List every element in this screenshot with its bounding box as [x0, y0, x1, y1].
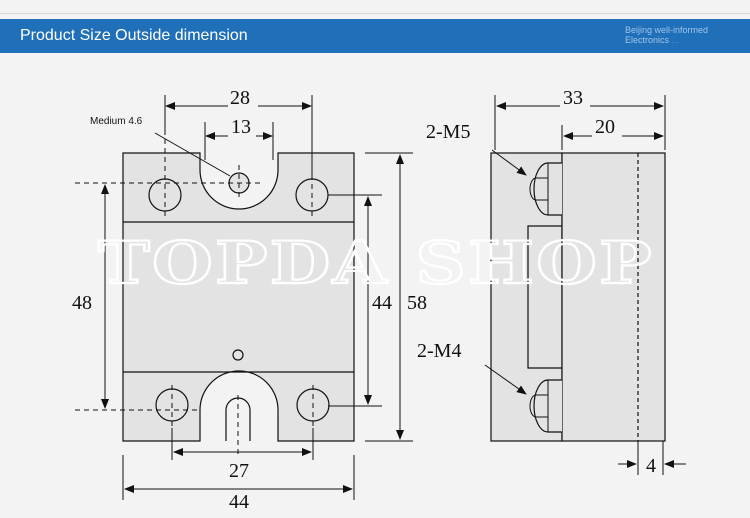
top-divider	[0, 13, 750, 14]
dim-top-inner: 13	[231, 116, 251, 138]
header-title: Product Size Outside dimension	[20, 27, 248, 44]
label-screw-bottom: 2-M4	[417, 340, 461, 362]
front-centerlines	[75, 130, 314, 455]
header-subtitle-tail: ...	[671, 35, 680, 45]
dim-bottom-outer: 44	[229, 491, 249, 513]
dim-side-body: 20	[595, 116, 615, 138]
header-subtitle: Beijing well-informed Electronics ...	[625, 25, 750, 45]
dim-bottom-inner: 27	[229, 460, 249, 482]
header-subtitle-text: Beijing well-informed Electronics	[625, 25, 709, 45]
front-extension-lines	[122, 95, 413, 500]
side-view	[490, 152, 666, 442]
dim-right-outer: 58	[407, 292, 427, 314]
hole-label: Medium 4.6	[90, 116, 143, 127]
front-body	[122, 152, 355, 442]
dim-left: 48	[72, 292, 92, 314]
label-screw-top: 2-M5	[426, 121, 470, 143]
dim-right-inner: 44	[372, 292, 392, 314]
hole-small	[232, 349, 244, 361]
side-body	[561, 152, 666, 442]
dim-side-total: 33	[563, 87, 583, 109]
dim-side-edge: 4	[646, 455, 656, 477]
watermark-text: TOPDA SHOP	[98, 229, 654, 297]
dim-top-outer: 28	[230, 87, 250, 109]
header-bar: Product Size Outside dimension Beijing w…	[0, 19, 750, 53]
